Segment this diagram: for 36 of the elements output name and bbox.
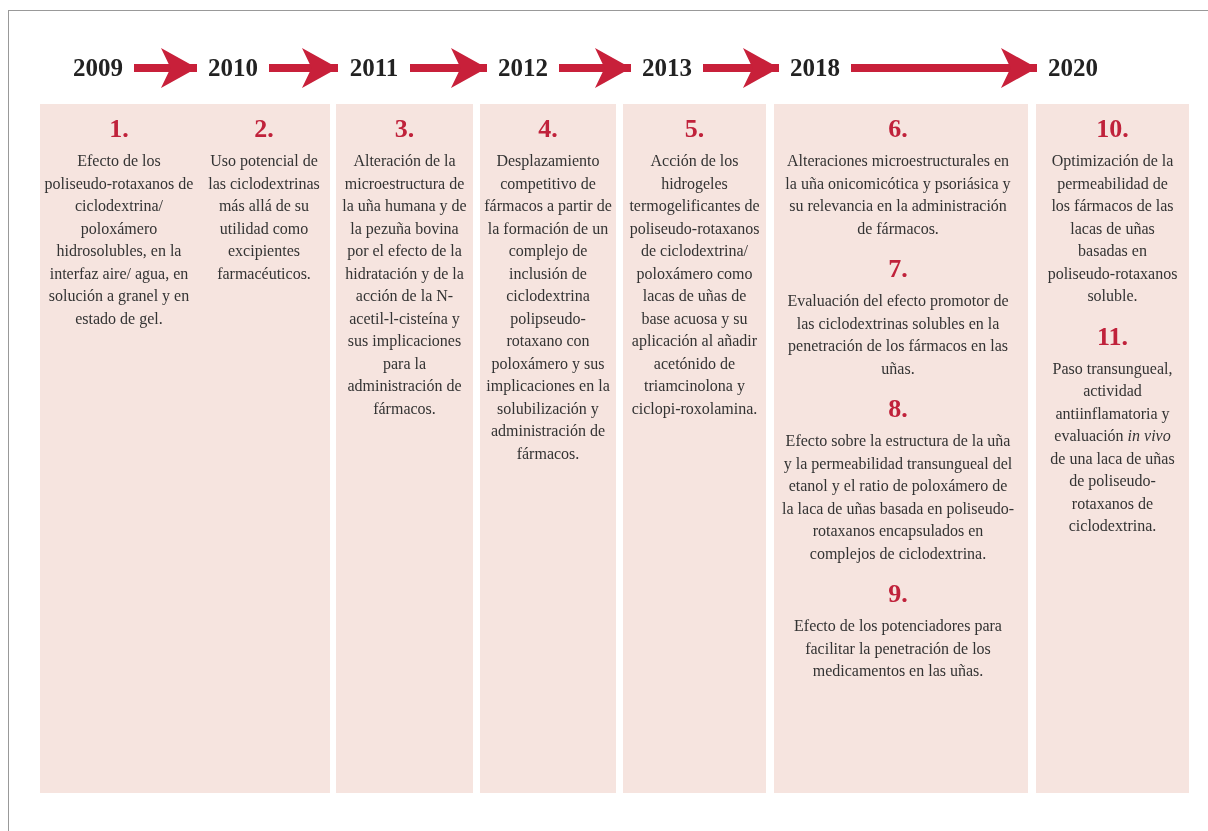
timeline-panel (198, 104, 330, 793)
year-label: 2018 (790, 54, 840, 82)
year-label: 2010 (208, 54, 258, 82)
item-number: 11. (1095, 321, 1130, 352)
item-number: 1. (108, 114, 130, 144)
publication-title: Optimización de la permeabilidad de los fármacos de las lacas de uñas basadas en poliseudo-rotaxanos soluble. (1046, 151, 1179, 306)
publication-title: Alteraciones microestructurales en la uña onicomicótica y psoriásica y su relevancia en la administración de fármacos. (784, 151, 1012, 239)
year-label: 2020 (1048, 54, 1098, 82)
timeline-panel (336, 104, 473, 793)
item-number: 10. (1095, 114, 1130, 144)
item-number: 3. (393, 114, 416, 144)
timeline-panel (1036, 104, 1189, 793)
year-label: 2009 (73, 54, 123, 82)
publication-title: Uso potencial de las ciclodextrinas más allá de su utilidad como excipientes farmacéuticos. (207, 151, 321, 284)
item-number: 7. (887, 254, 909, 284)
item-number: 4. (537, 114, 559, 144)
publication-title: Acción de los hidrogeles termogelificantes de poliseudo-rotaxanos de ciclodextrina/ poloxámero como lacas de uñas de base acuosa y su aplicación al añadir acetónido de triamcinolona y ciclopi-roxolamina. (628, 151, 761, 420)
timeline-panel (480, 104, 616, 793)
year-label: 2012 (498, 54, 548, 82)
item-number: 9. (887, 579, 909, 609)
publication-title: Efecto de los potenciadores para facilitar la penetración de los medicamentos en las uñas. (793, 616, 1003, 681)
publication-title: Efecto sobre la estructura de la uña y la permeabilidad transungueal del etanol y el ratio de poloxámero de la laca de uñas basada en poliseudo-rotaxanos encapsulados en complejos de ciclodextrina. (782, 431, 1014, 565)
timeline-panel (40, 104, 198, 793)
publication-title: Alteración de la microestructura de la uña humana y de la pezuña bovina por el efecto de la hidratación y de la acción de la N-acetil-l-cisteína y sus implicaciones para la administración de fármacos. (341, 151, 468, 419)
item-number: 6. (887, 114, 909, 144)
publication-title: Evaluación del efecto promotor de las ciclodextrinas solubles en la penetración de los fármacos en las uñas. (786, 291, 1010, 379)
year-label: 2011 (349, 54, 399, 82)
publication-title: Efecto de los poliseudo-rotaxanos de ciclodextrina/ poloxámero hidrosolubles, en la interfaz aire/ agua, en solución a granel y en estado de gel. (44, 151, 194, 330)
item-number: 5. (683, 114, 706, 144)
item-number: 8. (887, 394, 909, 424)
publication-title: Paso transungueal, actividad antiinflamatoria y evaluación in vivo de una laca de uñas de poliseudo-rotaxanos de ciclodextrina. (1049, 358, 1176, 536)
item-number: 2. (253, 114, 275, 144)
year-label: 2013 (642, 54, 692, 82)
publication-title: Desplazamiento competitivo de fármacos a partir de la formación de un complejo de inclusión de ciclodextrina polipseudo-rotaxano con poloxámero y sus implicaciones en la solubilización y administración de fármacos. (484, 151, 612, 464)
timeline-panel (774, 104, 1028, 793)
timeline-panel (623, 104, 766, 793)
